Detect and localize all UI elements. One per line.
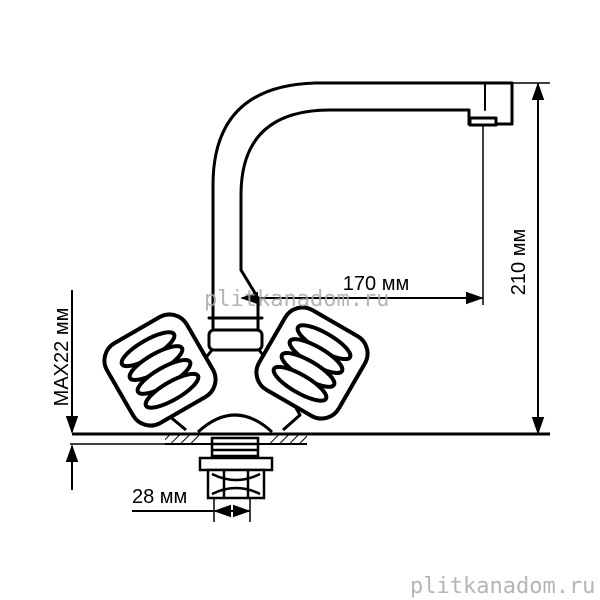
countertop-hatch-right (269, 435, 307, 444)
countertop-hatch-left (165, 435, 199, 444)
mounting-washer (198, 456, 274, 472)
watermark-corner: plitkanadom.ru (410, 574, 595, 599)
dimension-height (512, 82, 550, 435)
mounting-shank (198, 436, 274, 500)
spout-outer (211, 81, 514, 320)
mounting-nut (206, 468, 266, 500)
dimension-max-thickness (65, 290, 166, 490)
body-base (196, 413, 274, 434)
dimension-reach (240, 125, 484, 305)
right-handle-grip-4 (271, 364, 329, 403)
spout-inner (239, 108, 471, 272)
left-handle-grip-4 (143, 371, 201, 410)
swivel-collar (207, 328, 264, 352)
dimension-shank (132, 498, 251, 522)
watermark-center: plitkanadom.ru (204, 287, 389, 312)
left-handle (102, 312, 218, 428)
right-handle (254, 305, 370, 421)
label-height: 210 мм (508, 229, 530, 295)
faucet-body (207, 81, 514, 352)
label-max-thickness: MAX22 мм (51, 308, 73, 407)
aerator (468, 116, 498, 127)
label-reach: 170 мм (343, 273, 409, 295)
label-shank-diameter: 28 мм (132, 486, 187, 508)
countertop (72, 432, 550, 445)
